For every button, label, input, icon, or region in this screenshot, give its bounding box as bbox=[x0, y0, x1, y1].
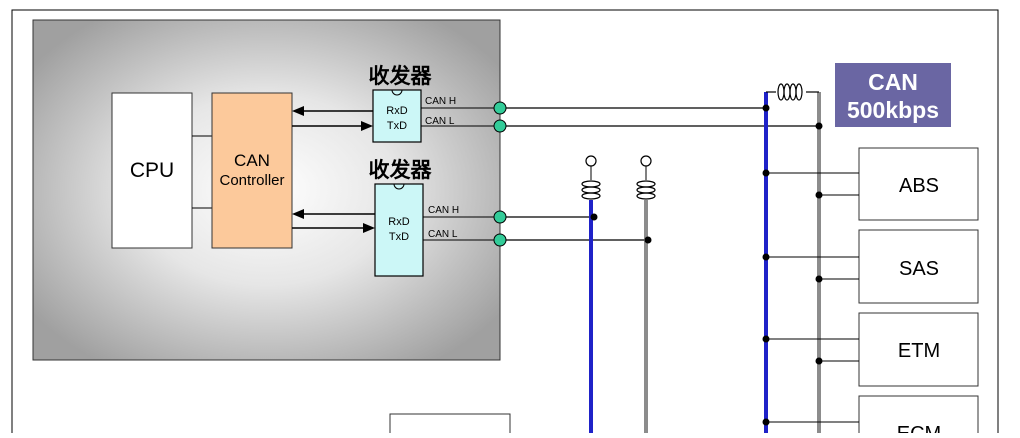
transceiver-label-bottom: 收发器 bbox=[369, 158, 433, 182]
node-abs bbox=[858, 147, 979, 221]
junction-dot bbox=[815, 191, 823, 199]
can-l-label-top: CAN L bbox=[425, 116, 455, 127]
cpu-block bbox=[111, 92, 193, 249]
node-abs-label: ABS bbox=[899, 175, 939, 197]
node-ecm bbox=[858, 395, 979, 438]
transceiver-label-top: 收发器 bbox=[369, 64, 433, 88]
arrow-head bbox=[292, 106, 304, 116]
can-controller-label-line2: Controller bbox=[219, 172, 284, 189]
can-controller-label-line1: CAN bbox=[234, 151, 270, 170]
coil-inductor-icon bbox=[581, 180, 601, 200]
chip-notch bbox=[391, 89, 403, 96]
chip-notch bbox=[393, 183, 405, 190]
txd-label-bottom: TxD bbox=[389, 231, 409, 243]
arrow-head bbox=[292, 209, 304, 219]
transceiver-top bbox=[372, 89, 422, 143]
rxd-label-bottom: RxD bbox=[388, 216, 409, 228]
junction-dot bbox=[815, 122, 823, 130]
terminator-coil-icon bbox=[777, 83, 803, 101]
partial-block bbox=[389, 413, 511, 438]
node-etm bbox=[858, 312, 979, 387]
junction-dot bbox=[762, 169, 770, 177]
cpu-label: CPU bbox=[130, 159, 174, 182]
connector-icon bbox=[493, 233, 507, 247]
can-l-label-bottom: CAN L bbox=[428, 229, 458, 240]
junction-dot bbox=[762, 253, 770, 261]
rxd-label-top: RxD bbox=[386, 105, 407, 117]
node-sas-label: SAS bbox=[899, 258, 939, 280]
junction-dot bbox=[762, 104, 770, 112]
connector-icon bbox=[493, 210, 507, 224]
arrow-head bbox=[363, 223, 375, 233]
open-terminal-icon bbox=[585, 155, 597, 167]
page-frame bbox=[11, 9, 999, 438]
transceiver-bottom bbox=[374, 183, 424, 277]
junction-dot bbox=[815, 357, 823, 365]
can-h-label-bottom: CAN H bbox=[428, 205, 459, 216]
can-h-label-top: CAN H bbox=[425, 96, 456, 107]
coil-inductor-icon bbox=[636, 180, 656, 200]
open-terminal-icon bbox=[640, 155, 652, 167]
junction-dot bbox=[815, 275, 823, 283]
node-sas bbox=[858, 229, 979, 304]
node-etm-label: ETM bbox=[898, 340, 940, 362]
junction-dot bbox=[644, 236, 652, 244]
connector-icon bbox=[493, 101, 507, 115]
txd-label-top: TxD bbox=[387, 120, 407, 132]
node-ecm-label: ECM bbox=[897, 423, 941, 433]
junction-dot bbox=[590, 213, 598, 221]
arrow-head bbox=[361, 121, 373, 131]
junction-dot bbox=[762, 335, 770, 343]
can-controller-block bbox=[211, 92, 293, 249]
can-badge-line1: CAN bbox=[868, 69, 918, 95]
junction-dot bbox=[762, 418, 770, 426]
can-speed-badge bbox=[835, 63, 951, 127]
can-badge-line2: 500kbps bbox=[847, 97, 939, 123]
connector-icon bbox=[493, 119, 507, 133]
